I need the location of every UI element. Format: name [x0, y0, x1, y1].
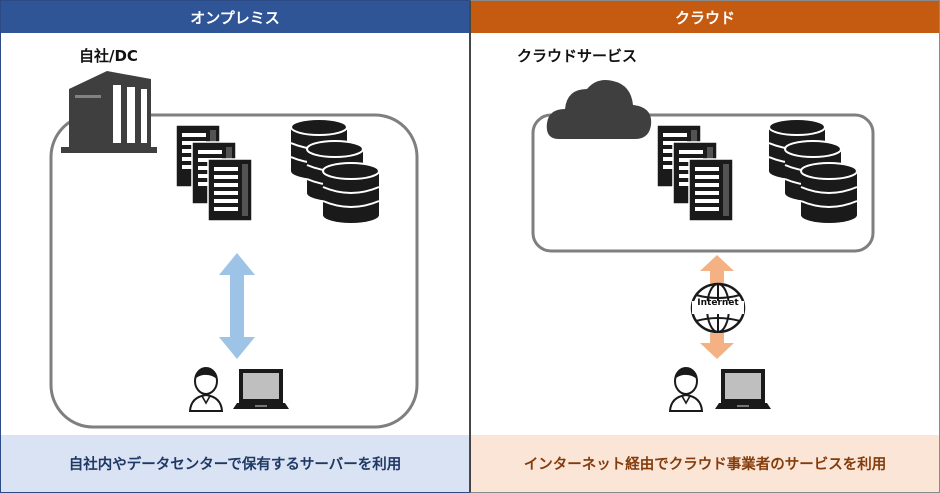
internet-label: Internet	[697, 298, 739, 308]
database-icon	[769, 119, 861, 231]
server-rack-icon	[657, 125, 734, 222]
up-arrow-icon	[700, 255, 734, 283]
cloud-frame	[531, 113, 875, 253]
user-icon	[189, 366, 223, 412]
building-icon	[61, 71, 157, 153]
cloud-icon	[546, 80, 652, 139]
user-icon	[669, 366, 703, 412]
database-icon	[291, 119, 383, 231]
onprem-footer: 自社内やデータセンターで保有するサーバーを利用	[1, 435, 469, 492]
double-arrow-icon	[219, 253, 255, 359]
onprem-frame	[49, 113, 419, 429]
laptop-icon	[715, 369, 771, 409]
cloud-header: クラウド	[471, 1, 939, 33]
down-arrow-icon	[700, 333, 734, 359]
cloud-panel: クラウド クラウドサービス Inte	[470, 0, 940, 493]
cloud-footer: インターネット経由でクラウド事業者のサービスを利用	[471, 435, 939, 492]
globe-icon	[690, 282, 746, 334]
laptop-icon	[233, 369, 289, 409]
site-label: 自社/DC	[79, 47, 138, 65]
cloud-service-label: クラウドサービス	[517, 47, 638, 65]
server-rack-icon	[176, 125, 253, 222]
onprem-header: オンプレミス	[1, 1, 469, 33]
onprem-panel: オンプレミス 自社/DC	[0, 0, 470, 493]
